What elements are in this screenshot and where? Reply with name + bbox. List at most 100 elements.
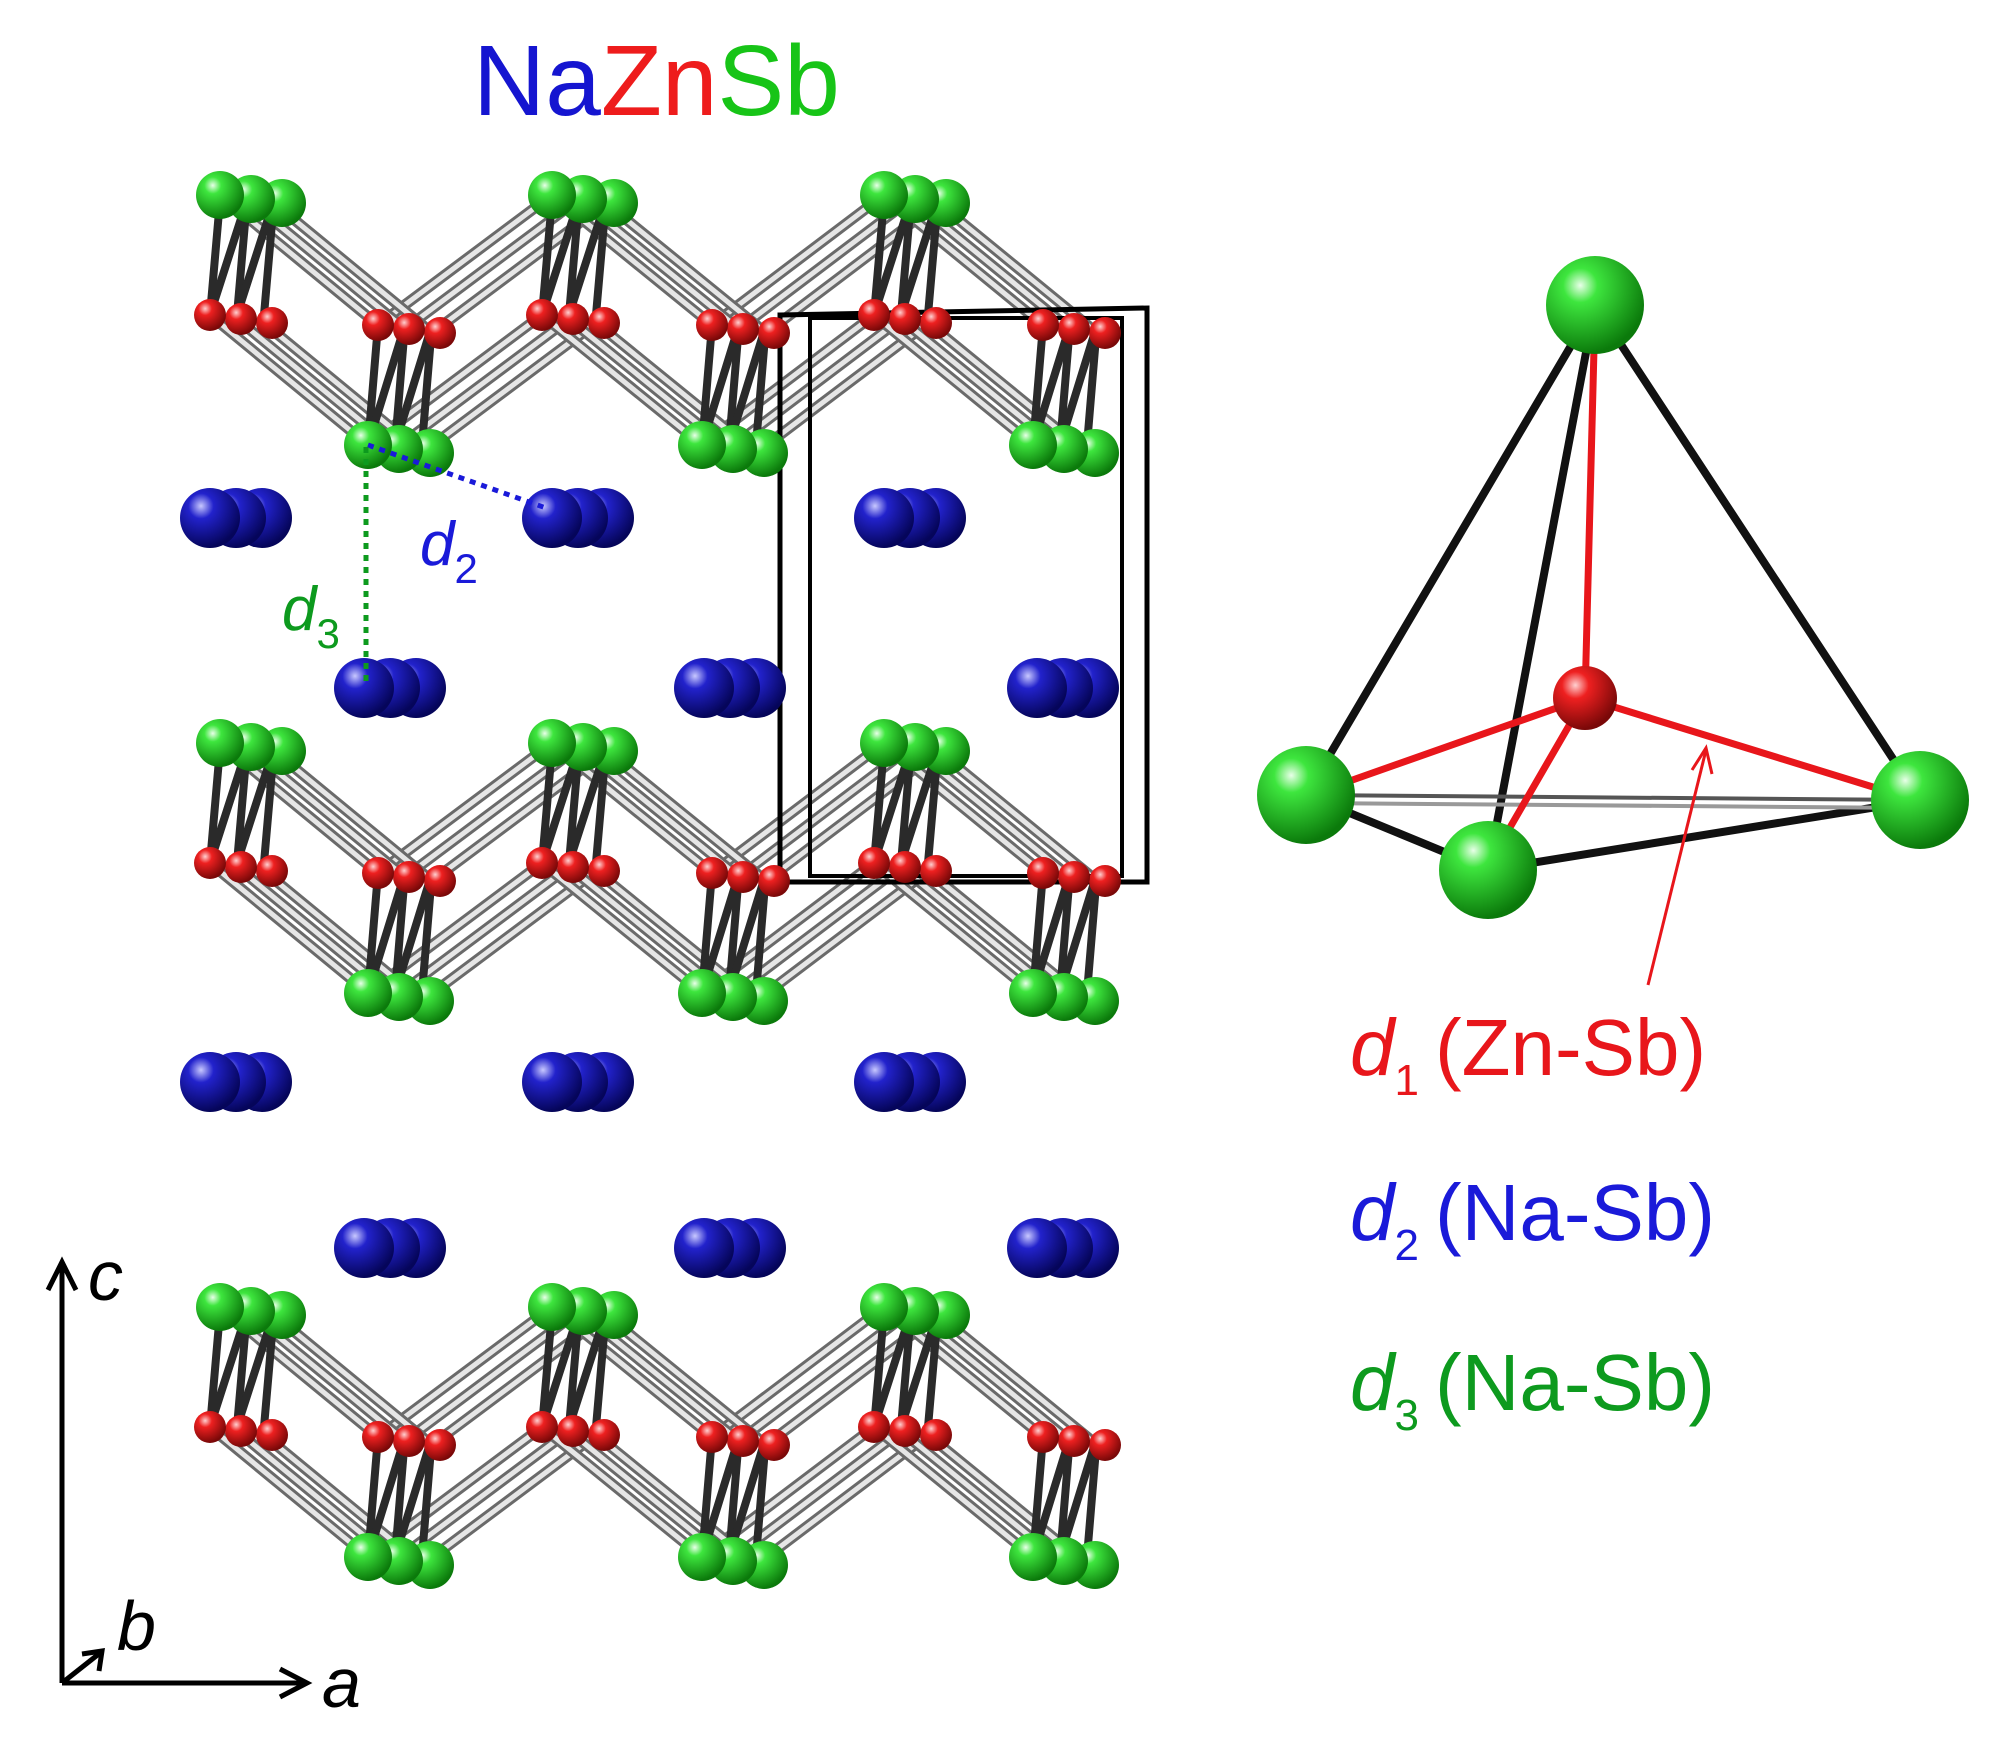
na-atom xyxy=(334,658,394,718)
bond-rod-highlight xyxy=(603,748,769,884)
sb-atom xyxy=(860,719,908,767)
zn-atom xyxy=(1058,1425,1090,1457)
zn-atom xyxy=(393,1425,425,1457)
tetra-center-zn-atom xyxy=(1553,666,1617,730)
na-atom xyxy=(180,1052,240,1112)
sb-atom xyxy=(528,171,576,219)
zn-atom xyxy=(393,313,425,345)
bond-vertical xyxy=(870,744,888,867)
bond-rod-highlight xyxy=(709,192,887,328)
legend-item-d1: d1(Zn-Sb) xyxy=(1350,1003,1706,1105)
bond-rod-highlight xyxy=(603,1312,769,1448)
bond-vertical xyxy=(725,321,743,449)
zn-atom xyxy=(858,299,890,331)
sb-atom xyxy=(344,1533,392,1581)
bond-vertical xyxy=(391,321,409,449)
sb-atom xyxy=(196,1283,244,1331)
sb-atom xyxy=(1009,1533,1057,1581)
bond-vertical xyxy=(538,196,556,319)
axis-a-label: a xyxy=(322,1644,361,1722)
zn-atom xyxy=(920,307,952,339)
bond-rod-highlight xyxy=(419,868,599,1004)
sb-atom xyxy=(528,719,576,767)
bond-vertical xyxy=(1056,1433,1101,1561)
d2-distance-line xyxy=(367,442,547,511)
zn-atom xyxy=(1027,857,1059,889)
bond-vertical xyxy=(725,869,770,997)
bond-vertical xyxy=(1056,1433,1074,1561)
na-atom xyxy=(1007,1218,1067,1278)
zn-atom xyxy=(758,865,790,897)
na-atom xyxy=(334,1218,394,1278)
bond-rod-highlight xyxy=(935,1312,1100,1448)
zn-atom xyxy=(758,1429,790,1461)
d3-label: d3 xyxy=(282,575,340,657)
bond-rod-highlight xyxy=(709,740,887,876)
legend-item-d3: d3(Na-Sb) xyxy=(1350,1338,1715,1440)
zn-atom xyxy=(1058,313,1090,345)
zn-atom xyxy=(424,317,456,349)
zn-atom xyxy=(1089,317,1121,349)
bond-rod-highlight xyxy=(539,312,705,448)
zn-atom xyxy=(889,1415,921,1447)
zn-atom xyxy=(696,309,728,341)
bond-vertical xyxy=(391,1433,409,1561)
zn-atom xyxy=(696,1421,728,1453)
zn-atom xyxy=(256,307,288,339)
zn-atom xyxy=(858,1411,890,1443)
axis-indicator xyxy=(45,1256,313,1700)
zn-atom xyxy=(696,857,728,889)
bond-rod-highlight xyxy=(207,312,371,448)
bond-vertical xyxy=(391,321,436,449)
bond-vertical xyxy=(206,744,224,867)
zn-atom xyxy=(557,851,589,883)
zn-atom xyxy=(858,847,890,879)
bond-rod-highlight xyxy=(271,200,435,336)
zn-atom xyxy=(225,303,257,335)
zn-atom xyxy=(920,1419,952,1451)
sb-atom xyxy=(196,719,244,767)
zn-atom xyxy=(526,299,558,331)
bond-rod-highlight xyxy=(419,1432,599,1568)
bond-vertical xyxy=(870,196,888,319)
bond-vertical xyxy=(206,196,224,319)
bond-rod-highlight xyxy=(871,860,1036,996)
bond-vertical xyxy=(725,869,743,997)
zn-atom xyxy=(256,855,288,887)
bond-rod-highlight xyxy=(871,312,1036,448)
sb-atom xyxy=(1009,421,1057,469)
sb-atom xyxy=(344,969,392,1017)
sb-atom xyxy=(860,171,908,219)
atoms-layer xyxy=(180,171,1121,1589)
zn-atom xyxy=(393,861,425,893)
zn-atom xyxy=(1027,1421,1059,1453)
zn-atom xyxy=(588,855,620,887)
sb-atom xyxy=(678,421,726,469)
zn-atom xyxy=(1027,309,1059,341)
d1-pointer-arrow xyxy=(1646,744,1714,986)
zn-atom xyxy=(920,855,952,887)
bond-vertical xyxy=(538,744,556,867)
zn-atom xyxy=(758,317,790,349)
bond-vertical xyxy=(391,869,436,997)
na-atom xyxy=(180,488,240,548)
zn-atom xyxy=(526,847,558,879)
bond-vertical xyxy=(870,1308,888,1431)
zn-atom xyxy=(1089,865,1121,897)
zn-atom xyxy=(424,1429,456,1461)
zn-atom xyxy=(225,1415,257,1447)
bond-rod-highlight xyxy=(375,192,555,328)
axis-c-label: c xyxy=(88,1237,123,1315)
zn-atom xyxy=(225,851,257,883)
zn-atom xyxy=(1058,861,1090,893)
tetra-sb-atom xyxy=(1871,751,1969,849)
bond-rod-highlight xyxy=(207,860,371,996)
bond-vertical xyxy=(725,321,770,449)
zn-atom xyxy=(362,1421,394,1453)
bond-rod-highlight xyxy=(603,200,769,336)
sb-atom xyxy=(678,969,726,1017)
bond-rod-highlight xyxy=(753,320,931,456)
sb-atom xyxy=(678,1533,726,1581)
sb-atom xyxy=(860,1283,908,1331)
bond-rod-highlight xyxy=(871,1424,1036,1560)
